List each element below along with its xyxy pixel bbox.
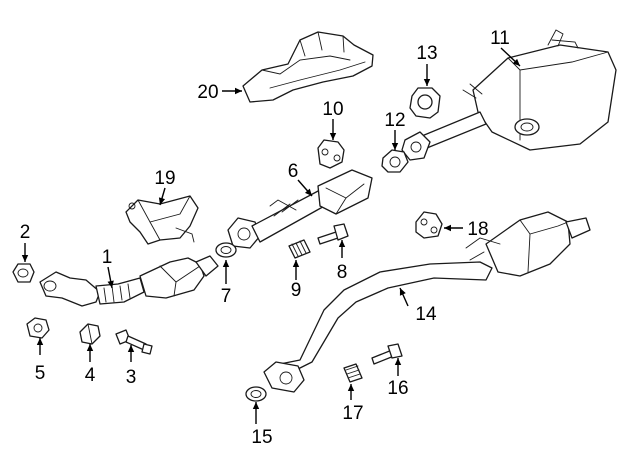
callout-1: 1 bbox=[102, 247, 113, 268]
heat-shield-19 bbox=[125, 195, 199, 245]
callout-17: 17 bbox=[342, 403, 363, 424]
arrowhead-6 bbox=[304, 188, 312, 196]
arrowhead-2 bbox=[21, 255, 29, 262]
callout-11: 11 bbox=[490, 28, 510, 49]
arrowhead-8 bbox=[338, 240, 346, 247]
callout-5: 5 bbox=[35, 363, 46, 384]
arrowhead-5 bbox=[36, 338, 44, 345]
arrowhead-17 bbox=[347, 384, 355, 391]
nut-5 bbox=[26, 317, 50, 339]
arrowhead-13 bbox=[423, 79, 431, 86]
arrowhead-10 bbox=[329, 133, 337, 140]
arrowhead-15 bbox=[252, 402, 260, 409]
gasket-7 bbox=[215, 242, 237, 258]
arrowhead-3 bbox=[127, 345, 135, 352]
callout-15: 15 bbox=[251, 427, 272, 448]
hanger-10 bbox=[317, 139, 345, 169]
rear-pipe-14 bbox=[263, 211, 591, 393]
callout-10: 10 bbox=[322, 99, 343, 120]
arrowhead-19 bbox=[158, 197, 166, 205]
stud-3 bbox=[115, 329, 153, 355]
callout-19: 19 bbox=[154, 168, 175, 189]
callout-9: 9 bbox=[291, 280, 302, 301]
arrowhead-14 bbox=[399, 288, 406, 296]
hanger-13 bbox=[409, 87, 441, 119]
gasket-2 bbox=[12, 263, 35, 283]
gasket-15 bbox=[245, 386, 267, 402]
spring-9 bbox=[288, 239, 311, 259]
callout-18: 18 bbox=[467, 219, 488, 240]
callout-labels: 1 2 3 4 5 6 7 8 9 10 11 12 13 14 15 16 1… bbox=[20, 28, 510, 448]
arrowhead-9 bbox=[292, 260, 300, 267]
callout-8: 8 bbox=[337, 262, 348, 283]
arrowhead-4 bbox=[86, 344, 94, 351]
callout-4: 4 bbox=[85, 365, 96, 386]
bolt-8 bbox=[317, 223, 349, 245]
rear-muffler-11 bbox=[401, 29, 617, 161]
callout-2: 2 bbox=[20, 222, 31, 243]
gasket-12 bbox=[381, 149, 409, 173]
arrowhead-16 bbox=[394, 358, 402, 365]
arrowhead-11 bbox=[512, 58, 520, 66]
arrowheads bbox=[21, 58, 520, 409]
arrowhead-20 bbox=[235, 87, 242, 95]
arrowhead-7 bbox=[222, 260, 230, 267]
callout-16: 16 bbox=[387, 378, 408, 399]
nut-4 bbox=[79, 323, 101, 345]
spring-17 bbox=[343, 363, 363, 383]
arrowhead-18 bbox=[444, 224, 451, 232]
callout-14: 14 bbox=[415, 304, 437, 325]
arrowhead-12 bbox=[391, 143, 399, 150]
arrowhead-1 bbox=[107, 280, 114, 288]
callout-3: 3 bbox=[126, 367, 137, 388]
heat-shield-20 bbox=[242, 31, 374, 103]
callout-12: 12 bbox=[384, 110, 405, 131]
callout-20: 20 bbox=[197, 82, 218, 103]
hanger-18 bbox=[415, 211, 443, 239]
callout-7: 7 bbox=[221, 286, 232, 307]
bolt-16 bbox=[371, 343, 403, 365]
front-pipe-1 bbox=[39, 255, 219, 307]
center-pipe-6 bbox=[227, 169, 373, 249]
callout-6: 6 bbox=[288, 161, 299, 182]
callout-13: 13 bbox=[416, 43, 437, 64]
